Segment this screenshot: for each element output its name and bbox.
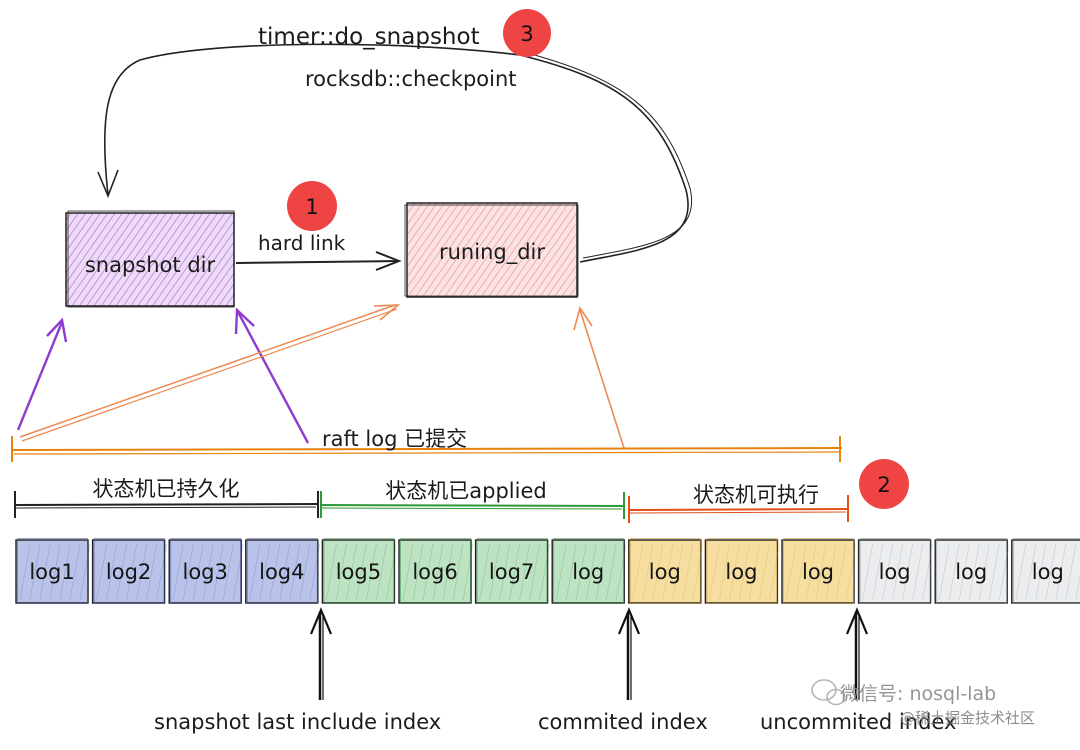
badge-1-text: 1 bbox=[305, 195, 318, 219]
badge-2-text: 2 bbox=[877, 473, 890, 497]
log-row: log1 log2 log3 log4 log5 log6 log7 log log log log… bbox=[15, 538, 1080, 604]
purple-arrow-right bbox=[234, 307, 310, 444]
log-cell-label: log6 bbox=[412, 560, 457, 584]
log-cell-label: log bbox=[802, 560, 834, 584]
hard-link-arrow bbox=[235, 251, 402, 271]
log-cell-label: log2 bbox=[106, 560, 151, 584]
loop-label-line2: rocksdb::checkpoint bbox=[305, 67, 517, 91]
log-cell-label: log3 bbox=[183, 560, 228, 584]
snapshot-loop-arrow bbox=[97, 43, 693, 263]
watermark-community: @稀土掘金技术社区 bbox=[900, 709, 1035, 727]
pointer-uncommited-index bbox=[845, 607, 869, 700]
purple-arrow-left bbox=[16, 317, 68, 431]
log-cell-label: log bbox=[1032, 560, 1064, 584]
segment-applied bbox=[319, 491, 625, 519]
log-cell-persisted: log4 bbox=[245, 538, 321, 604]
log-cell-executable: log bbox=[628, 538, 704, 604]
log-cell-uncommitted: log bbox=[934, 538, 1010, 604]
log-cell-executable: log bbox=[781, 538, 857, 604]
log-cell-label: log1 bbox=[29, 560, 74, 584]
log-cell-label: log bbox=[879, 560, 911, 584]
log-cell-applied: log6 bbox=[398, 538, 474, 604]
log-cell-uncommitted: log bbox=[1011, 538, 1080, 604]
log-cell-applied: log5 bbox=[321, 538, 397, 604]
pointer-commited-index bbox=[617, 607, 641, 700]
segment-executable-label: 状态机可执行 bbox=[693, 483, 819, 507]
pointer-snapshot-label: snapshot last include index bbox=[154, 710, 441, 734]
log-cell-label: log bbox=[572, 560, 604, 584]
pointer-commited-label: commited index bbox=[538, 710, 708, 734]
badge-1: 1 bbox=[287, 181, 337, 231]
log-cell-executable: log bbox=[704, 538, 780, 604]
snapshot-dir-label: snapshot dir bbox=[85, 253, 216, 277]
segment-persisted bbox=[13, 491, 319, 518]
log-cell-uncommitted: log bbox=[857, 538, 933, 604]
badge-2: 2 bbox=[859, 459, 909, 509]
orange-arrow-short bbox=[573, 306, 625, 449]
segment-executable bbox=[627, 495, 849, 523]
raft-committed-span bbox=[11, 436, 843, 462]
segment-persisted-label: 状态机已持久化 bbox=[93, 477, 240, 501]
running-dir-label: runing_dir bbox=[439, 240, 545, 265]
log-cell-label: log5 bbox=[336, 560, 381, 584]
log-cell-persisted: log2 bbox=[91, 538, 167, 604]
log-cell-label: log7 bbox=[489, 560, 534, 584]
running-dir-box: runing_dir bbox=[404, 202, 579, 298]
log-cell-applied: log7 bbox=[474, 538, 550, 604]
log-cell-label: log bbox=[725, 560, 757, 584]
log-cell-label: log4 bbox=[259, 560, 304, 584]
orange-arrow-long bbox=[19, 304, 401, 442]
pointer-snapshot-index bbox=[309, 607, 333, 700]
log-cell-label: log bbox=[649, 560, 681, 584]
log-cell-persisted: log1 bbox=[15, 538, 91, 604]
log-cell-applied: log bbox=[551, 538, 627, 604]
raft-span-label: raft log 已提交 bbox=[322, 427, 467, 451]
log-cell-label: log bbox=[955, 560, 987, 584]
hard-link-label: hard link bbox=[258, 231, 346, 255]
wechat-icon bbox=[811, 679, 846, 706]
badge-3: 3 bbox=[503, 9, 551, 57]
log-cell-persisted: log3 bbox=[168, 538, 244, 604]
snapshot-dir-box: snapshot dir bbox=[65, 210, 235, 308]
badge-3-text: 3 bbox=[520, 22, 533, 46]
pointer-uncommited-label: uncommited index bbox=[760, 710, 956, 734]
segment-applied-label: 状态机已applied bbox=[385, 479, 546, 503]
watermark-wechat-id: 微信号: nosql-lab bbox=[840, 683, 996, 705]
loop-label-line1: timer::do_snapshot bbox=[258, 24, 480, 50]
